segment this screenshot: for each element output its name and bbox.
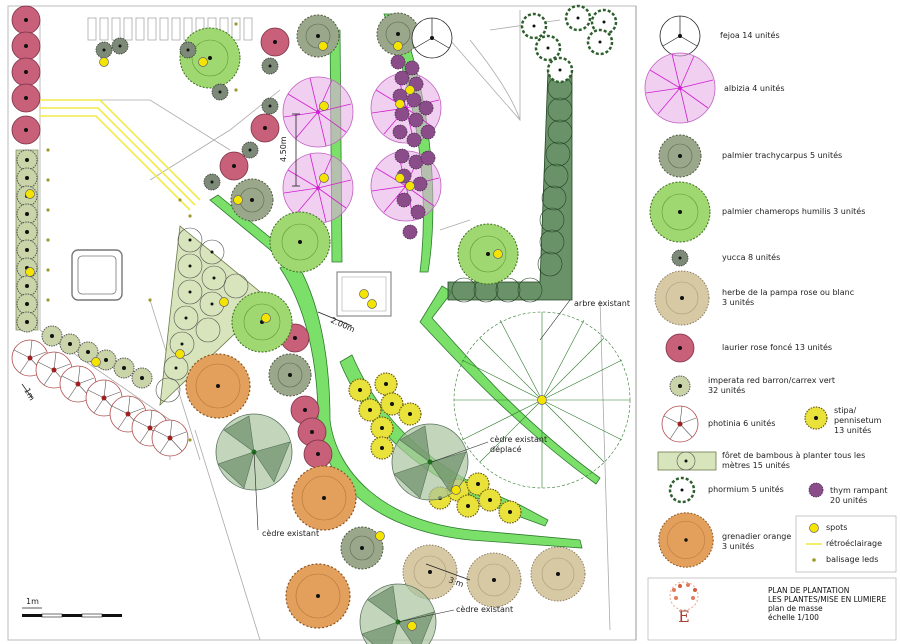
title-line-4: échelle 1/100 <box>768 613 819 622</box>
legend-grenadier-symbol <box>658 512 714 568</box>
cedre-deplace-label-2: déplacé <box>490 444 522 454</box>
legend-stipa-label-1: stipa/ <box>834 406 857 415</box>
legend-stipa-label-3: 13 unités <box>834 426 872 435</box>
feijoa-group <box>411 17 453 59</box>
legend-phormium-symbol <box>668 476 696 504</box>
legend-bamboo-label-2: mètres 15 unités <box>722 461 790 470</box>
led-balisage <box>46 22 238 442</box>
legend-imperata-symbol <box>669 375 691 397</box>
legend-grenadier-label-2: 3 unités <box>722 542 755 551</box>
legend-feijoa-label: fejoa 14 unités <box>720 31 780 40</box>
phormium-group <box>520 4 618 84</box>
legend-yucca-label: yucca 8 unités <box>722 253 781 262</box>
title-line-2: LES PLANTES/MISE EN LUMIERE <box>768 595 887 604</box>
existing-tree <box>453 311 631 489</box>
legend-balisage-label: balisage leds <box>826 555 879 564</box>
legend-phormium-label: phormium 5 unités <box>708 485 784 494</box>
legend-imperata-label-1: imperata red barron/carrex vert <box>708 376 836 385</box>
scale-bar-label: 1m <box>26 597 39 606</box>
cedre-existant-label-1: cèdre existant <box>262 528 319 538</box>
logo: E <box>669 581 699 626</box>
cedre-deplace-label-1: cèdre existant <box>490 434 547 444</box>
fence-top <box>87 17 253 41</box>
legend: E <box>644 15 897 641</box>
dim-1m-label: 1m <box>22 387 36 403</box>
legend-chamerops-symbol <box>649 181 711 243</box>
legend-laurier-label: laurier rose foncé 13 unités <box>722 343 833 352</box>
legend-thym-label-2: 20 unités <box>830 496 868 505</box>
legend-retro-label: rétroéclairage <box>826 539 883 548</box>
legend-bamboo-label-1: fôret de bambous à planter tous les <box>722 451 866 460</box>
title-line-1: PLAN DE PLANTATION <box>768 586 850 595</box>
legend-trachy-symbol <box>658 134 702 178</box>
dim-200-label: 2.00m <box>329 316 356 335</box>
cedre-existant-label-2: cèdre existant <box>456 604 513 614</box>
dim-450-label: 4.50m <box>279 136 288 162</box>
legend-grenadier-label-1: grenadier orange <box>722 532 792 541</box>
legend-albizia-symbol <box>644 52 716 124</box>
legend-pampas-symbol <box>654 270 710 326</box>
title-block-frame: E <box>647 577 897 641</box>
arbre-existant-label: arbre existant <box>574 299 630 308</box>
legend-feijoa-symbol <box>659 15 701 57</box>
legend-chamerops-label: palmier chamerops humilis 3 unités <box>722 207 866 216</box>
title-line-3: plan de masse <box>768 604 823 613</box>
title-block: PLAN DE PLANTATION LES PLANTES/MISE EN L… <box>768 586 886 622</box>
bamboo-forest-right <box>447 69 573 303</box>
logo-letter: E <box>678 607 690 626</box>
legend-imperata-label-2: 32 unités <box>708 386 746 395</box>
legend-laurier-symbol <box>665 333 695 363</box>
pampas-group <box>402 544 586 608</box>
legend-photinia-label: photinia 6 unités <box>708 419 776 428</box>
legend-lighting-box <box>795 515 897 573</box>
legend-pampas-label-2: 3 unités <box>722 298 755 307</box>
grenadier-group <box>185 353 357 629</box>
backlight-lines <box>40 99 201 211</box>
legend-spots-label: spots <box>826 523 848 532</box>
legend-albizia-label: albizia 4 unités <box>724 84 785 93</box>
legend-thym-symbol <box>808 482 824 498</box>
leader-lines <box>253 299 571 623</box>
legend-stipa-symbol <box>804 406 828 430</box>
legend-trachy-label: palmier trachycarpus 5 unités <box>722 151 843 160</box>
legend-photinia-symbol <box>661 405 699 443</box>
legend-yucca-symbol <box>671 249 689 267</box>
scale-bar: 1m <box>22 597 122 618</box>
legend-bamboo-symbol <box>657 451 717 471</box>
dimension-lines <box>21 113 471 581</box>
legend-stipa-label-2: pennisetum <box>834 416 882 425</box>
legend-pampas-label-1: herbe de la pampa rose ou blanc <box>722 288 855 297</box>
legend-thym-label-1: thym rampant <box>830 486 888 495</box>
spa-tub <box>71 249 123 301</box>
